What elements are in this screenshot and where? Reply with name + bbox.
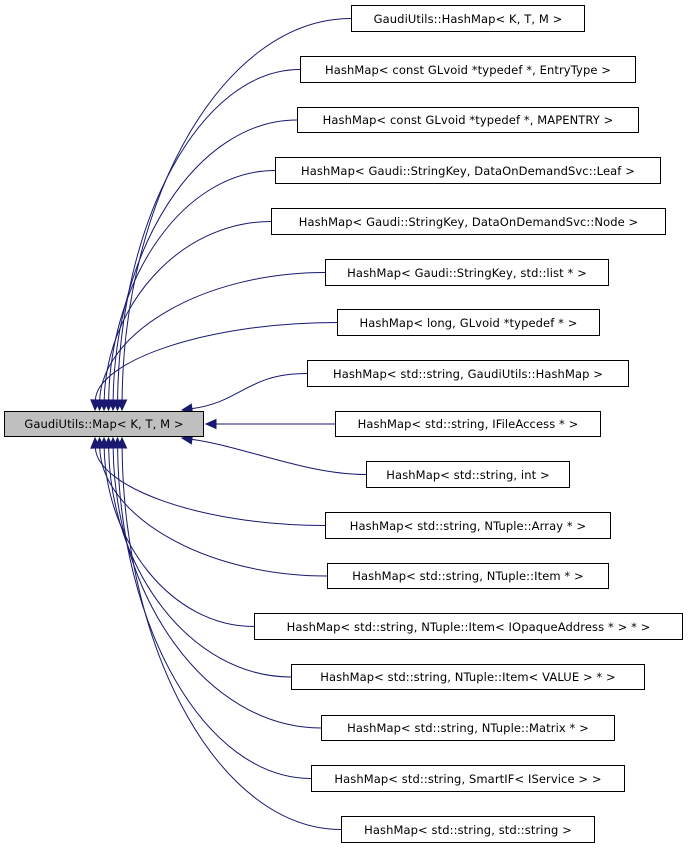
- child-class-node-string-item-value[interactable]: HashMap< std::string, NTuple::Item< VALU…: [291, 664, 645, 690]
- child-class-node-glvoid-mapentry[interactable]: HashMap< const GLvoid *typedef *, MAPENT…: [297, 107, 639, 133]
- inheritance-edge: [94, 322, 338, 401]
- inheritance-edge: [117, 69, 301, 401]
- arrowhead-icon: [116, 436, 128, 449]
- child-class-node-stringkey-list[interactable]: HashMap< Gaudi::StringKey, std::list * >: [325, 259, 609, 286]
- inheritance-edge: [121, 447, 342, 830]
- child-class-node-long-glvoid[interactable]: HashMap< long, GLvoid *typedef * >: [337, 309, 600, 336]
- inheritance-edge: [112, 447, 322, 729]
- child-class-node-string-item-iopaque[interactable]: HashMap< std::string, NTuple::Item< IOpa…: [254, 613, 683, 640]
- inheritance-edge: [108, 170, 276, 401]
- inheritance-edge: [103, 221, 272, 401]
- arrowhead-icon: [90, 399, 101, 412]
- root-class-node[interactable]: GaudiUtils::Map< K, T, M >: [4, 411, 204, 437]
- inheritance-edge: [117, 447, 312, 779]
- child-class-node-string-string[interactable]: HashMap< std::string, std::string >: [341, 816, 595, 843]
- inheritance-edge: [99, 272, 326, 401]
- inheritance-edge: [94, 447, 326, 526]
- child-class-node-string-ifileaccess[interactable]: HashMap< std::string, IFileAccess * >: [335, 411, 601, 437]
- child-class-node-string-hashmap[interactable]: HashMap< std::string, GaudiUtils::HashMa…: [307, 360, 629, 387]
- child-class-node-string-smartif[interactable]: HashMap< std::string, SmartIF< IService …: [311, 765, 625, 792]
- child-class-node-string-ntuple-array[interactable]: HashMap< std::string, NTuple::Array * >: [325, 512, 611, 539]
- inheritance-edge: [121, 18, 352, 401]
- inheritance-edge: [103, 447, 255, 627]
- child-class-node-stringkey-leaf[interactable]: HashMap< Gaudi::StringKey, DataOnDemandS…: [275, 157, 661, 184]
- inheritance-edge: [191, 373, 308, 410]
- inheritance-edge: [191, 438, 367, 475]
- child-class-node-glvoid-entrytype[interactable]: HashMap< const GLvoid *typedef *, EntryT…: [300, 56, 636, 83]
- child-class-node-string-int[interactable]: HashMap< std::string, int >: [366, 461, 570, 488]
- arrowhead-icon: [204, 418, 217, 430]
- child-class-node-string-ntuple-item[interactable]: HashMap< std::string, NTuple::Item * >: [327, 563, 609, 589]
- inheritance-edge: [112, 119, 298, 401]
- child-class-node-string-ntuple-matrix[interactable]: HashMap< std::string, NTuple::Matrix * >: [321, 715, 615, 741]
- inheritance-edge: [108, 447, 292, 678]
- child-class-node-gaudiutils-hashmap[interactable]: GaudiUtils::HashMap< K, T, M >: [351, 5, 585, 32]
- inheritance-edge: [99, 447, 328, 577]
- child-class-node-stringkey-node[interactable]: HashMap< Gaudi::StringKey, DataOnDemandS…: [271, 208, 666, 235]
